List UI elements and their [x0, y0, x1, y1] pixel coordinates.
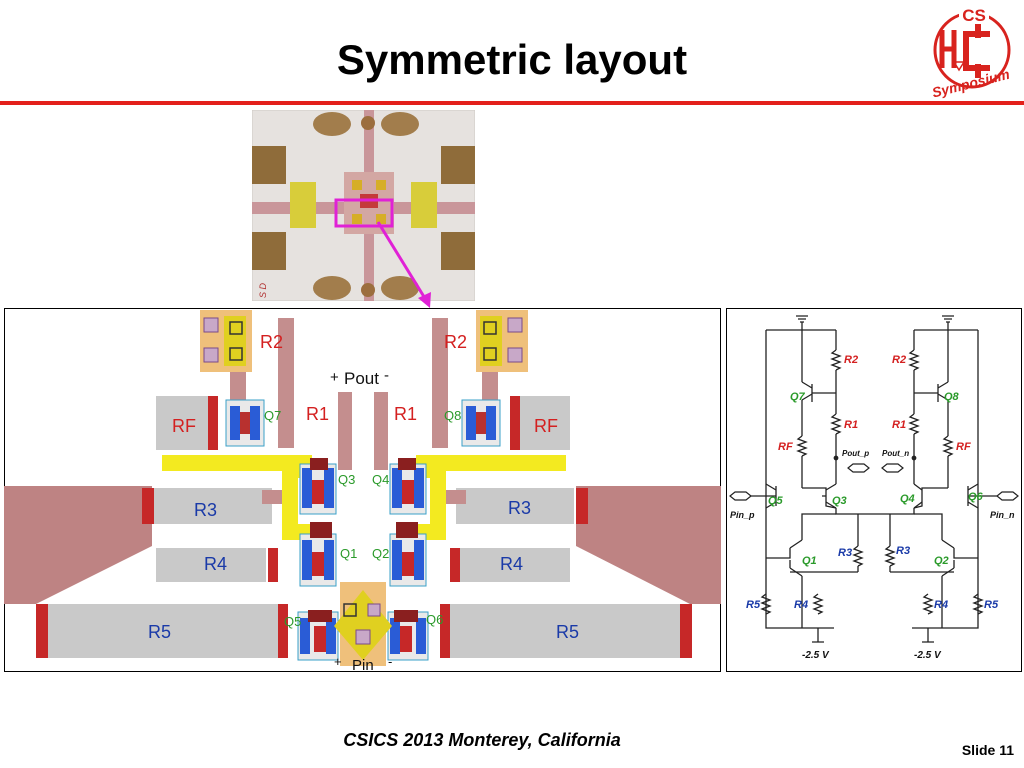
sch-r1-left: R1: [844, 419, 858, 431]
sch-pout-p: Pout_p: [842, 449, 869, 458]
title-divider: [0, 101, 1024, 105]
transistor-q1: [299, 522, 337, 587]
label-r2-right: R2: [444, 332, 467, 352]
label-r5-right: R5: [556, 622, 579, 642]
pin-label: Pin: [352, 657, 374, 672]
pout-minus: -: [384, 367, 389, 384]
label-r3-right: R3: [508, 498, 531, 518]
chip-corner-text: S D: [258, 282, 268, 298]
transistor-q4: [389, 458, 427, 515]
schematic-ports: [729, 455, 1019, 501]
transistor-devices: [225, 399, 501, 661]
zoom-highlight-box: [334, 198, 394, 228]
pout-plus: +: [330, 369, 339, 386]
chip-micrograph: S D: [252, 110, 475, 301]
chip-pads-top: [313, 112, 419, 136]
pin-minus: -: [388, 654, 392, 669]
port-labels: + Pout - + Pin -: [330, 367, 392, 672]
sch-r4-right: R4: [934, 599, 948, 611]
footer-venue: CSICS 2013 Monterey, California: [343, 730, 621, 750]
sch-r3-right: R3: [896, 545, 910, 557]
transistor-q3: [299, 458, 337, 515]
transistor-q6: [387, 610, 429, 661]
transistor-q2: [389, 522, 427, 587]
sch-q1: Q1: [802, 555, 817, 567]
chip-pads-left: [252, 146, 316, 270]
layout-zoom-panel: R2 R2 R1 R1 RF RF R3 R3 R4 R4 R5 R5 Q7 Q…: [4, 308, 721, 672]
label-q4: Q4: [372, 472, 389, 487]
transistor-q5: [297, 610, 339, 661]
label-r3-left: R3: [194, 500, 217, 520]
sch-vee-right: -2.5 V: [914, 650, 942, 661]
label-rf-left: RF: [172, 416, 196, 436]
label-q5: Q5: [284, 614, 301, 629]
transistor-q8: [461, 399, 501, 447]
zoom-arrow: [376, 221, 431, 308]
sch-pin-n: Pin_n: [990, 510, 1015, 520]
sch-r3-left: R3: [838, 547, 852, 559]
sch-q7: Q7: [790, 391, 806, 403]
label-q8: Q8: [444, 408, 461, 423]
label-r1-left: R1: [306, 404, 329, 424]
label-r4-left: R4: [204, 554, 227, 574]
label-q3: Q3: [338, 472, 355, 487]
label-q7: Q7: [264, 408, 281, 423]
slide-title: Symmetric layout: [336, 36, 688, 83]
label-r1-right: R1: [394, 404, 417, 424]
chip-core: [344, 172, 394, 234]
resistor-contacts: [36, 396, 692, 658]
symposium-logo: CS Symposium: [930, 6, 1011, 100]
chip-pads-right: [411, 146, 475, 270]
label-rf-right: RF: [534, 416, 558, 436]
label-r4-right: R4: [500, 554, 523, 574]
label-q2: Q2: [372, 546, 389, 561]
label-q1: Q1: [340, 546, 357, 561]
label-r5-left: R5: [148, 622, 171, 642]
sch-q8: Q8: [944, 391, 960, 403]
sch-q3: Q3: [832, 495, 847, 507]
schematic-labels: R2 R2 Q7 Q8 R1 R1 RF RF Pout_p Pout_n Q5…: [730, 354, 1015, 661]
label-r2-left: R2: [260, 332, 283, 352]
schematic-resistors: [760, 349, 984, 615]
sch-q2: Q2: [934, 555, 949, 567]
sch-r4-left: R4: [794, 599, 808, 611]
sch-r5-left: R5: [746, 599, 761, 611]
label-q6: Q6: [426, 612, 443, 627]
sch-vee-left: -2.5 V: [802, 650, 830, 661]
pin-plus: +: [334, 654, 342, 669]
logo-top-text: CS: [962, 6, 986, 25]
right-bus-trace: [576, 486, 721, 604]
sch-q5: Q5: [768, 495, 784, 507]
sch-r5-right: R5: [984, 599, 999, 611]
input-pad: [334, 582, 392, 666]
top-pads: [200, 310, 528, 372]
slide-number: Slide 11: [961, 742, 1014, 758]
sch-rf-right: RF: [956, 441, 971, 453]
sch-pin-p: Pin_p: [730, 510, 755, 520]
sch-q4: Q4: [900, 493, 915, 505]
sch-r1-right: R1: [892, 419, 906, 431]
sch-rf-left: RF: [778, 441, 793, 453]
sch-r2-left: R2: [844, 354, 858, 366]
sch-pout-n: Pout_n: [882, 449, 909, 458]
transistor-q7: [225, 399, 265, 447]
sch-r2-right: R2: [892, 354, 906, 366]
resistor-bars: [44, 396, 684, 658]
circuit-schematic-panel: R2 R2 Q7 Q8 R1 R1 RF RF Pout_p Pout_n Q5…: [726, 308, 1022, 672]
sch-q6: Q6: [968, 491, 984, 503]
layout-labels: R2 R2 R1 R1 RF RF R3 R3 R4 R4 R5 R5: [148, 332, 579, 642]
pout-label: Pout: [344, 369, 379, 388]
left-bus-trace: [4, 486, 152, 604]
transistor-labels: Q7 Q8 Q3 Q4 Q1 Q2 Q5 Q6: [264, 408, 461, 629]
schematic-wiring: [742, 315, 1002, 643]
chip-pads-bottom: [313, 276, 419, 300]
